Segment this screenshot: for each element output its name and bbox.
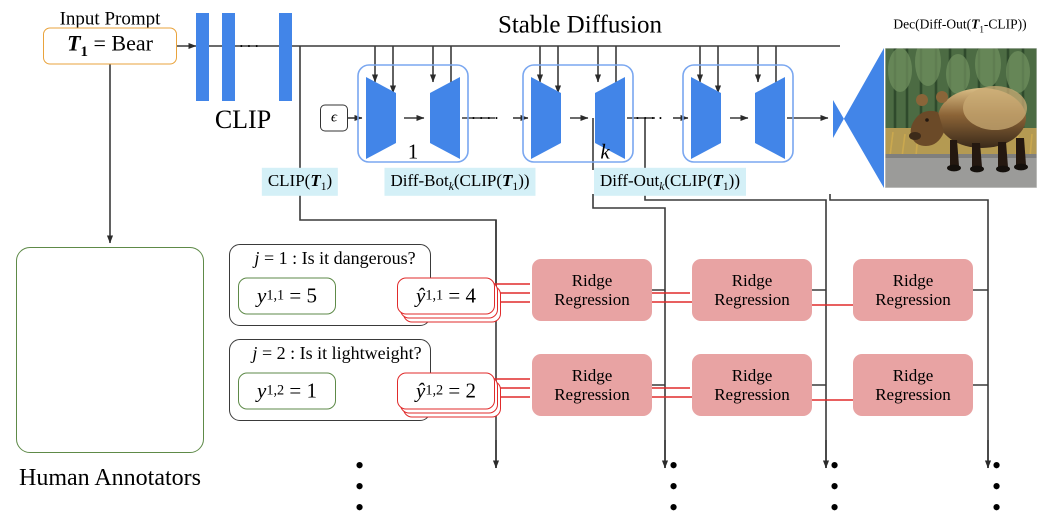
rr-line2: Regression	[875, 290, 951, 309]
human-annotators-panel	[16, 247, 204, 453]
clip-feature-label: CLIP(T1)	[261, 167, 339, 197]
diffusion-ellipsis-1: ····	[470, 108, 502, 128]
ridge-regression-r1c3[interactable]: Ridge Regression	[853, 259, 973, 321]
unet-step-label-1: 1	[407, 139, 419, 164]
human-annotators-caption: Human Annotators	[19, 465, 201, 491]
vdots-column-3: •••	[992, 451, 1002, 522]
rr-line2: Regression	[714, 385, 790, 404]
question-text-1: j = 1 : Is it dangerous?	[254, 248, 416, 268]
unet-step-label-k: k	[600, 139, 610, 164]
input-prompt-value: T1 = Bear	[67, 30, 153, 61]
decoder-output-caption: Dec(Diff-Out(T1-CLIP))	[893, 16, 1027, 35]
vdots-column-questions: •••	[355, 451, 365, 522]
ridge-regression-r1c1[interactable]: Ridge Regression	[532, 259, 652, 321]
ridge-regression-r2c1[interactable]: Ridge Regression	[532, 354, 652, 416]
rr-line1: Ridge	[571, 270, 613, 290]
rr-line1: Ridge	[731, 270, 773, 290]
diffusion-ellipsis-2: ····	[634, 108, 666, 128]
noise-epsilon-box: ϵ	[320, 104, 348, 132]
clip-encoder-label: CLIP	[214, 105, 272, 134]
noise-symbol: ϵ	[330, 109, 338, 126]
question-text-2: j = 2 : Is it lightweight?	[252, 343, 422, 363]
input-prompt-box[interactable]: T1 = Bear	[43, 27, 177, 65]
diff-bot-feature-label: Diff-Botk(CLIP(T1))	[384, 167, 536, 197]
rr-line2: Regression	[554, 290, 630, 309]
clip-ellipsis: ···	[238, 36, 262, 56]
rr-line2: Regression	[714, 290, 790, 309]
stable-diffusion-title: Stable Diffusion	[497, 11, 663, 39]
rr-line1: Ridge	[892, 270, 934, 290]
vdots-column-2: •••	[830, 451, 840, 522]
vdots-column-1: •••	[669, 451, 679, 522]
input-prompt-caption: Input Prompt	[59, 8, 161, 30]
ridge-regression-r1c2[interactable]: Ridge Regression	[692, 259, 812, 321]
rr-line2: Regression	[875, 385, 951, 404]
generated-image	[885, 48, 1037, 188]
rr-line1: Ridge	[731, 365, 773, 385]
diff-out-feature-label: Diff-Outk(CLIP(T1))	[594, 167, 746, 197]
ridge-regression-r2c3[interactable]: Ridge Regression	[853, 354, 973, 416]
rr-line1: Ridge	[571, 365, 613, 385]
ridge-regression-r2c2[interactable]: Ridge Regression	[692, 354, 812, 416]
rr-line1: Ridge	[892, 365, 934, 385]
rr-line2: Regression	[554, 385, 630, 404]
